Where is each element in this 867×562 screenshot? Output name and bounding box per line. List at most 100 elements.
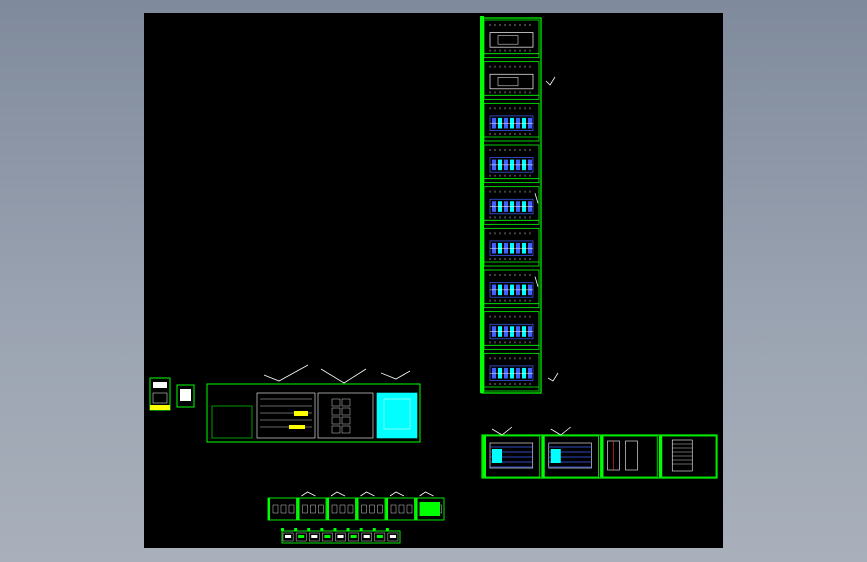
cell-marker (307, 528, 311, 531)
sheet-margin-strip (356, 498, 359, 520)
sheet-border (483, 186, 540, 225)
cad-drawing-canvas[interactable] (144, 13, 723, 548)
grid-cell (341, 407, 351, 416)
floor-plan-sheet[interactable] (483, 102, 540, 142)
floor-plan-sheet[interactable] (483, 186, 540, 225)
elevation-sheet[interactable] (600, 435, 658, 478)
bottom-legend-strip[interactable] (281, 528, 401, 544)
elevation-sheet[interactable] (658, 435, 717, 478)
leader-line (380, 370, 411, 380)
floor-plan-sheet[interactable] (483, 144, 540, 184)
legend-cell[interactable] (294, 528, 307, 542)
cell-fill (350, 535, 357, 538)
model-space-viewport[interactable] (144, 13, 723, 548)
floor-plan-sheet[interactable] (483, 269, 540, 309)
floor-plan-sheet[interactable] (483, 227, 540, 267)
detail-sheet[interactable] (385, 491, 415, 521)
cell-fill (324, 535, 331, 538)
detail-block (361, 504, 367, 514)
elevation-sheet[interactable] (541, 426, 599, 478)
section-outline (489, 442, 534, 469)
cell-marker (385, 528, 389, 531)
detail-block (302, 504, 308, 514)
floor-plan-sheet[interactable] (483, 311, 540, 350)
panel-outline (317, 392, 374, 439)
floor-plan-sheet-column[interactable] (480, 16, 559, 394)
legend-cell[interactable] (372, 528, 386, 542)
wide-sheet-panel[interactable] (211, 405, 253, 439)
title-sheet[interactable] (149, 377, 171, 411)
leader-line (419, 491, 434, 497)
detail-sheet[interactable] (297, 491, 327, 521)
legend-cell[interactable] (281, 528, 294, 542)
detail-block (369, 504, 375, 514)
wide-sheet-frame (206, 383, 421, 443)
detail-sheet[interactable] (415, 491, 445, 521)
leader-line (330, 491, 346, 497)
checkmark-annotation (547, 372, 559, 382)
cell-fill (285, 535, 292, 538)
cell-marker (294, 528, 298, 531)
stair-fill (550, 449, 561, 463)
legend-cell[interactable] (359, 528, 372, 542)
plan-core (497, 77, 519, 87)
legend-cell[interactable] (333, 528, 346, 542)
floor-plan-sheet[interactable] (483, 61, 540, 100)
cell-fill (311, 535, 318, 538)
detail-sheet[interactable] (326, 491, 356, 521)
leader-line (550, 426, 571, 436)
title-text-block (153, 382, 167, 388)
sheet-border (483, 19, 540, 59)
cell-fill (376, 535, 383, 538)
detail-block (406, 504, 413, 514)
cell-marker (359, 528, 363, 531)
leader-line (301, 491, 316, 497)
bottom-detail-sheets[interactable] (267, 491, 445, 521)
cell-border (335, 532, 346, 542)
legend-cell[interactable] (307, 528, 320, 542)
cell-border (361, 532, 372, 542)
sheet-margin-strip (415, 498, 418, 520)
cell-border (374, 532, 386, 542)
table-block (152, 392, 168, 404)
plan-core (497, 35, 519, 45)
legend-cell[interactable] (346, 528, 359, 542)
small-title-sheets[interactable] (149, 377, 195, 411)
sheet-border (326, 497, 356, 521)
sheet-border (483, 352, 540, 392)
sheet-border (482, 435, 541, 478)
wide-sheet-panel[interactable] (376, 392, 418, 439)
legend-cell[interactable] (320, 528, 333, 542)
cell-fill (389, 535, 396, 538)
leader-line (389, 491, 405, 497)
grid-cell (331, 425, 341, 434)
elevation-sheet-row[interactable] (481, 426, 718, 479)
detail-sheet[interactable] (356, 491, 386, 521)
elevation-sheet[interactable] (482, 426, 541, 478)
sheet-border (483, 61, 540, 100)
title-sheet[interactable] (176, 384, 195, 408)
detail-fill (289, 425, 305, 429)
cell-border (309, 532, 320, 542)
detail-block (280, 504, 287, 514)
legend-cell[interactable] (385, 528, 399, 542)
floor-plan-sheet[interactable] (483, 19, 540, 59)
hatch-fill (419, 502, 440, 516)
floor-plan-sheet[interactable] (483, 352, 540, 392)
checkmark-annotation (545, 76, 556, 86)
grid-cell (341, 398, 351, 407)
leader-line (360, 491, 375, 497)
wide-detail-sheet[interactable] (206, 364, 421, 443)
sheet-border (297, 497, 327, 521)
sheet-margin-strip (268, 498, 270, 520)
grid-cell (331, 398, 341, 407)
panel-outline (376, 392, 418, 439)
sheet-border (483, 269, 540, 309)
detail-sheet[interactable] (267, 497, 297, 521)
wide-sheet-panel[interactable] (317, 392, 374, 439)
wide-sheet-panel[interactable] (256, 392, 316, 439)
detail-block (331, 504, 338, 514)
cell-marker (333, 528, 337, 531)
sheet-margin-strip (327, 498, 329, 520)
sheet-border (176, 384, 195, 408)
